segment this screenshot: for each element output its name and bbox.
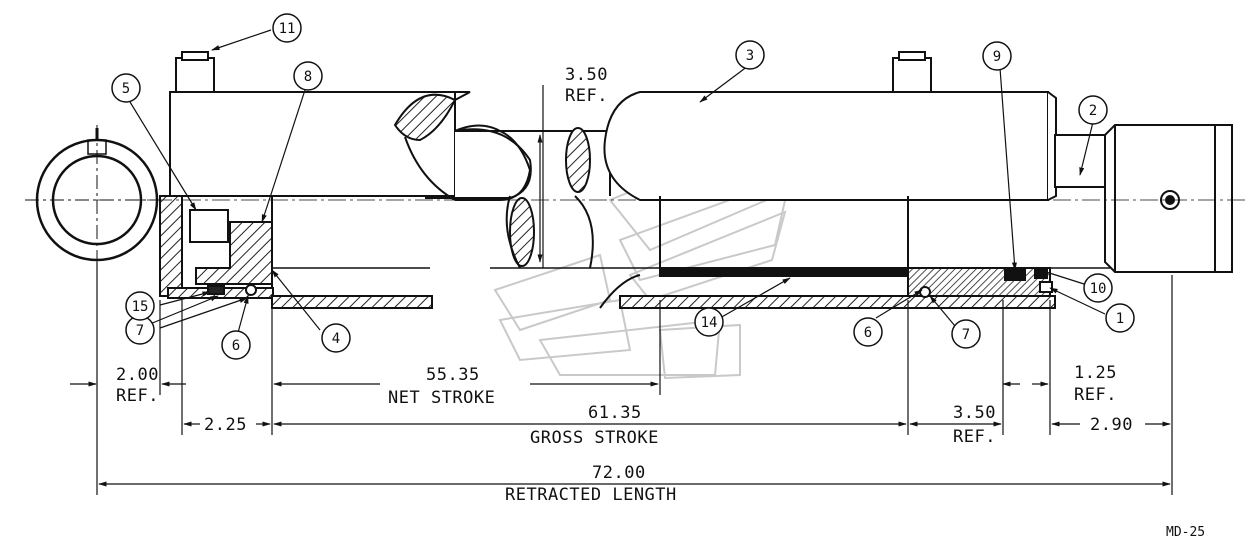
balloon-circle bbox=[1105, 303, 1135, 333]
right-ref-note: REF. bbox=[953, 427, 996, 447]
head-gland bbox=[159, 195, 274, 299]
balloon-label: 7 bbox=[136, 323, 144, 339]
balloon-label: 1 bbox=[1116, 311, 1124, 327]
net-stroke-label: NET STROKE bbox=[388, 388, 495, 408]
barrel-middle bbox=[271, 127, 611, 269]
balloon-b14: 14 bbox=[694, 307, 724, 337]
balloon-label: 3 bbox=[746, 48, 754, 64]
balloon-b15: 15 bbox=[125, 291, 155, 321]
balloon-circle bbox=[1078, 95, 1108, 125]
balloon-b6a: 6 bbox=[221, 330, 251, 360]
balloon-b1: 1 bbox=[1105, 303, 1135, 333]
balloon-b9: 9 bbox=[982, 41, 1012, 71]
right-ref-value: 3.50 bbox=[953, 403, 996, 423]
balloon-b8: 8 bbox=[293, 61, 323, 91]
port-ref-value: 1.25 bbox=[1074, 363, 1117, 383]
clevis-end bbox=[1104, 124, 1233, 273]
port-ref-note: REF. bbox=[1074, 385, 1117, 405]
barrel-upper bbox=[169, 91, 532, 201]
balloon-circle bbox=[694, 307, 724, 337]
balloon-circle bbox=[853, 317, 883, 347]
right-offset-value: 2.90 bbox=[1090, 415, 1133, 435]
balloon-b6b: 6 bbox=[853, 317, 883, 347]
dimension-labels: 3.50 REF. 2.00 REF. 55.35 NET STROKE 2.2… bbox=[116, 65, 1205, 540]
balloon-b11: 11 bbox=[272, 13, 302, 43]
balloon-b10: 10 bbox=[1083, 273, 1113, 303]
ports bbox=[175, 51, 932, 93]
retracted-label: RETRACTED LENGTH bbox=[505, 485, 677, 505]
balloon-b2: 2 bbox=[1078, 95, 1108, 125]
gross-stroke-label: GROSS STROKE bbox=[530, 428, 659, 448]
balloon-circle bbox=[951, 319, 981, 349]
left-offset-value: 2.25 bbox=[204, 415, 247, 435]
dimension-lines bbox=[70, 85, 1173, 495]
balloon-circle bbox=[272, 13, 302, 43]
balloon-label: 6 bbox=[864, 325, 872, 341]
gross-stroke-value: 61.35 bbox=[588, 403, 642, 423]
balloon-circle bbox=[735, 40, 765, 70]
balloon-label: 7 bbox=[962, 327, 970, 343]
left-ref-value: 2.00 bbox=[116, 365, 159, 385]
balloon-label: 14 bbox=[701, 315, 718, 331]
balloon-circle bbox=[982, 41, 1012, 71]
balloon-label: 15 bbox=[132, 299, 149, 315]
part-balloons: 1 2 3 4 5 6 6 7 7 8 9 10 11 14 15 bbox=[111, 13, 1135, 360]
balloon-circle bbox=[125, 291, 155, 321]
balloon-label: 4 bbox=[332, 331, 340, 347]
balloon-b4: 4 bbox=[321, 323, 351, 353]
balloon-label: 5 bbox=[122, 81, 130, 97]
barrel-right bbox=[603, 91, 1106, 270]
balloon-b3: 3 bbox=[735, 40, 765, 70]
net-stroke-value: 55.35 bbox=[426, 365, 480, 385]
rod-ref-note: REF. bbox=[565, 86, 608, 106]
balloon-b7b: 7 bbox=[951, 319, 981, 349]
balloon-label: 9 bbox=[993, 49, 1001, 65]
rod-ref-value: 3.50 bbox=[565, 65, 608, 85]
balloon-label: 8 bbox=[304, 69, 312, 85]
balloon-circle bbox=[221, 330, 251, 360]
drawing-code: MD-25 bbox=[1166, 525, 1205, 540]
balloon-label: 11 bbox=[279, 21, 296, 37]
balloon-label: 10 bbox=[1090, 281, 1107, 297]
balloon-circle bbox=[1083, 273, 1113, 303]
balloon-circle bbox=[111, 73, 141, 103]
balloon-label: 2 bbox=[1089, 103, 1097, 119]
retracted-value: 72.00 bbox=[592, 463, 646, 483]
balloon-circle bbox=[293, 61, 323, 91]
balloon-label: 6 bbox=[232, 338, 240, 354]
balloon-b5: 5 bbox=[111, 73, 141, 103]
left-ref-note: REF. bbox=[116, 386, 159, 406]
balloon-circle bbox=[321, 323, 351, 353]
tube-wall bbox=[271, 267, 1110, 309]
leader-lines bbox=[129, 29, 1106, 341]
